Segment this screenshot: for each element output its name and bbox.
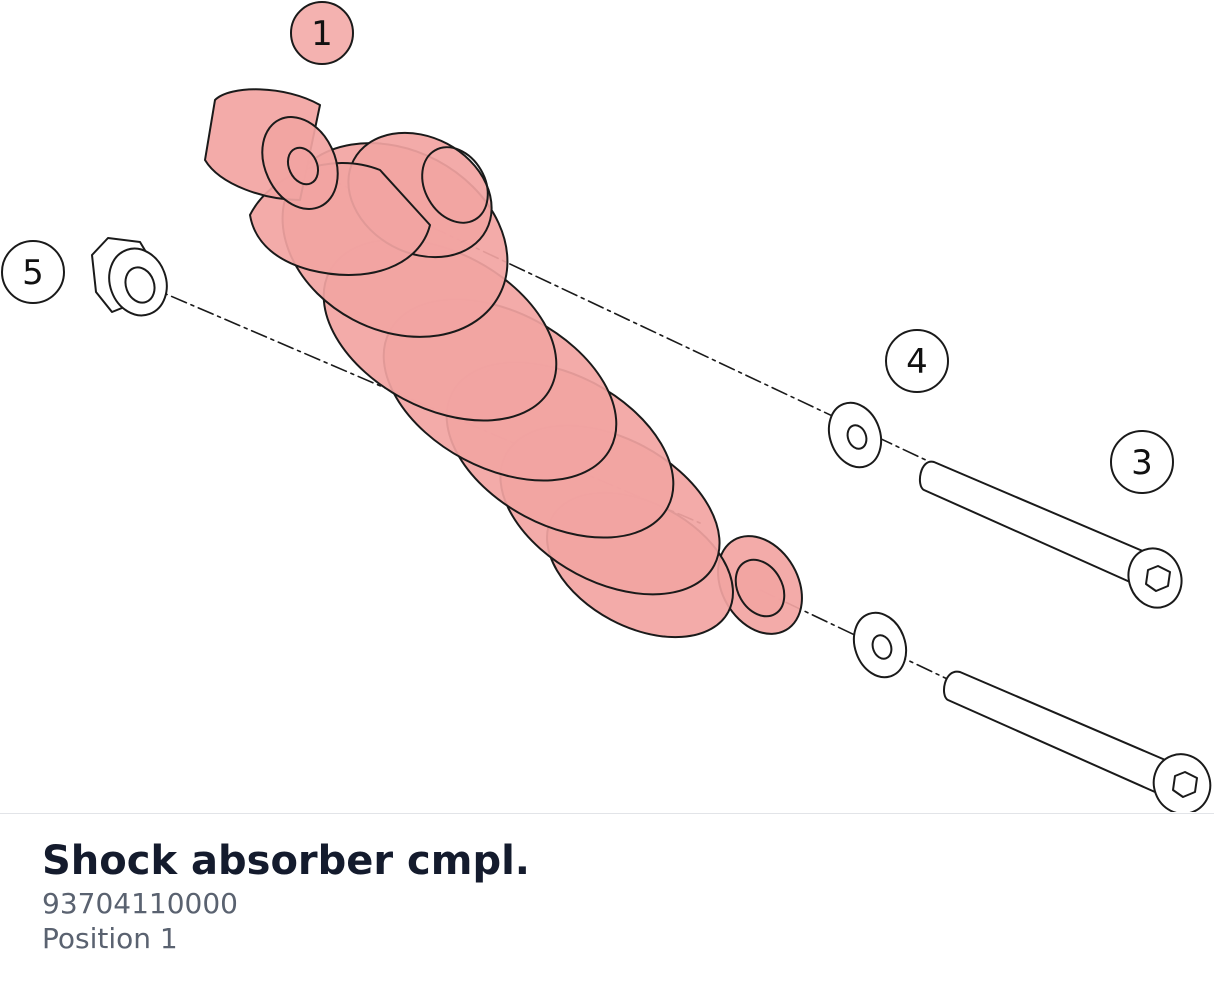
- part-number: 93704110000: [42, 887, 238, 920]
- shock-absorber[interactable]: [204, 88, 819, 666]
- part-caption: Shock absorber cmpl. 93704110000 Positio…: [42, 836, 530, 956]
- washer-lower[interactable]: [845, 605, 915, 684]
- flange-nut[interactable]: [91, 237, 176, 324]
- callout-3-label: 3: [1131, 443, 1153, 483]
- callout-5[interactable]: 5: [1, 240, 65, 304]
- callout-5-label: 5: [22, 253, 44, 293]
- callout-1[interactable]: 1: [290, 1, 354, 65]
- callout-1-label: 1: [311, 14, 333, 54]
- callout-3[interactable]: 3: [1110, 430, 1174, 494]
- bolt-lower[interactable]: [943, 670, 1214, 812]
- callout-4-label: 4: [906, 342, 928, 382]
- part-name: Shock absorber cmpl.: [42, 838, 530, 884]
- washer-upper[interactable]: [820, 395, 890, 474]
- bolt-upper[interactable]: [918, 460, 1190, 615]
- callout-4[interactable]: 4: [885, 329, 949, 393]
- part-position: Position 1: [42, 922, 178, 955]
- caption-divider: [0, 813, 1214, 814]
- exploded-parts-diagram: 1 3 4 5: [1, 1, 1214, 812]
